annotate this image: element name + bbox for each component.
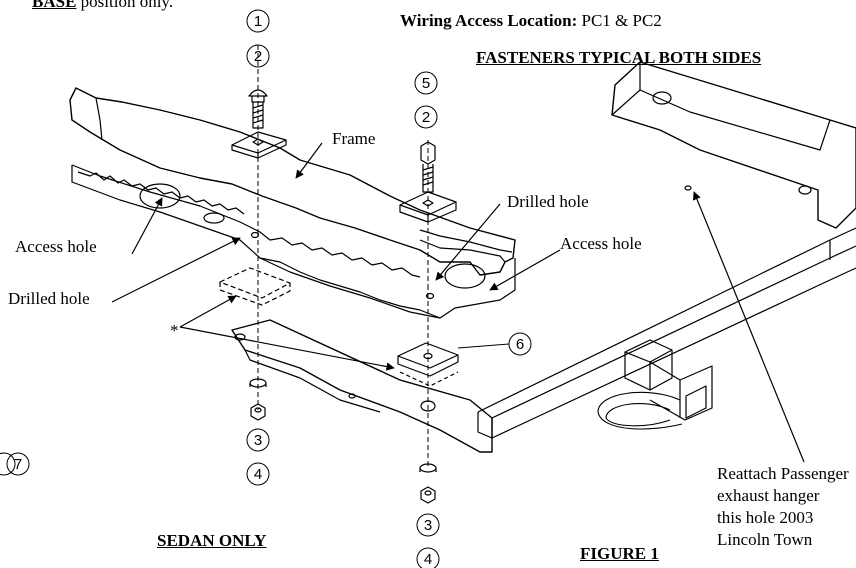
hitch-receiver-assembly	[231, 61, 856, 453]
wiring-access-value: PC1 & PC2	[581, 11, 662, 30]
sedan-only-caption: SEDAN ONLY	[157, 531, 267, 550]
part-number-4-right: 4	[424, 551, 432, 568]
asterisk-label: *	[170, 321, 179, 340]
part-number-7: 7	[14, 456, 22, 473]
part-number-4-left: 4	[254, 466, 262, 483]
leader-arrows	[111, 142, 805, 463]
reattach-line-1: Reattach Passenger	[717, 464, 849, 483]
left-fastener-stack	[219, 45, 291, 421]
vehicle-frame-rail	[69, 87, 516, 319]
part-number-3-right: 3	[424, 517, 432, 534]
part-number-2-right: 2	[422, 109, 430, 126]
reattach-line-2: exhaust hanger	[717, 486, 820, 505]
figure-caption: FIGURE 1	[580, 544, 659, 563]
wiring-access-location: Wiring Access Location: PC1 & PC2	[400, 12, 662, 29]
reattach-line-4: Lincoln Town	[717, 530, 813, 549]
part-number-1: 1	[254, 13, 262, 30]
part-number-3-left: 3	[254, 432, 262, 449]
reattach-line-3: this hole 2003	[717, 508, 814, 527]
access-hole-label-left: Access hole	[15, 237, 97, 256]
part-balloons	[0, 9, 532, 568]
position-only-text: position only.	[76, 0, 174, 11]
drilled-hole-label-upper: Drilled hole	[507, 192, 589, 211]
part-number-5: 5	[422, 75, 430, 92]
cut-top-note: BASE position only.	[32, 0, 173, 10]
fasteners-note: FASTENERS TYPICAL BOTH SIDES	[476, 48, 762, 67]
access-hole-label-right: Access hole	[560, 234, 642, 253]
part-number-6: 6	[516, 336, 524, 353]
frame-label: Frame	[332, 129, 376, 148]
wiring-access-label: Wiring Access Location:	[400, 11, 578, 30]
right-fastener-stack	[397, 140, 459, 504]
part-number-2-left: 2	[254, 48, 262, 65]
base-word: BASE	[32, 0, 77, 11]
drilled-hole-label-left: Drilled hole	[8, 289, 90, 308]
